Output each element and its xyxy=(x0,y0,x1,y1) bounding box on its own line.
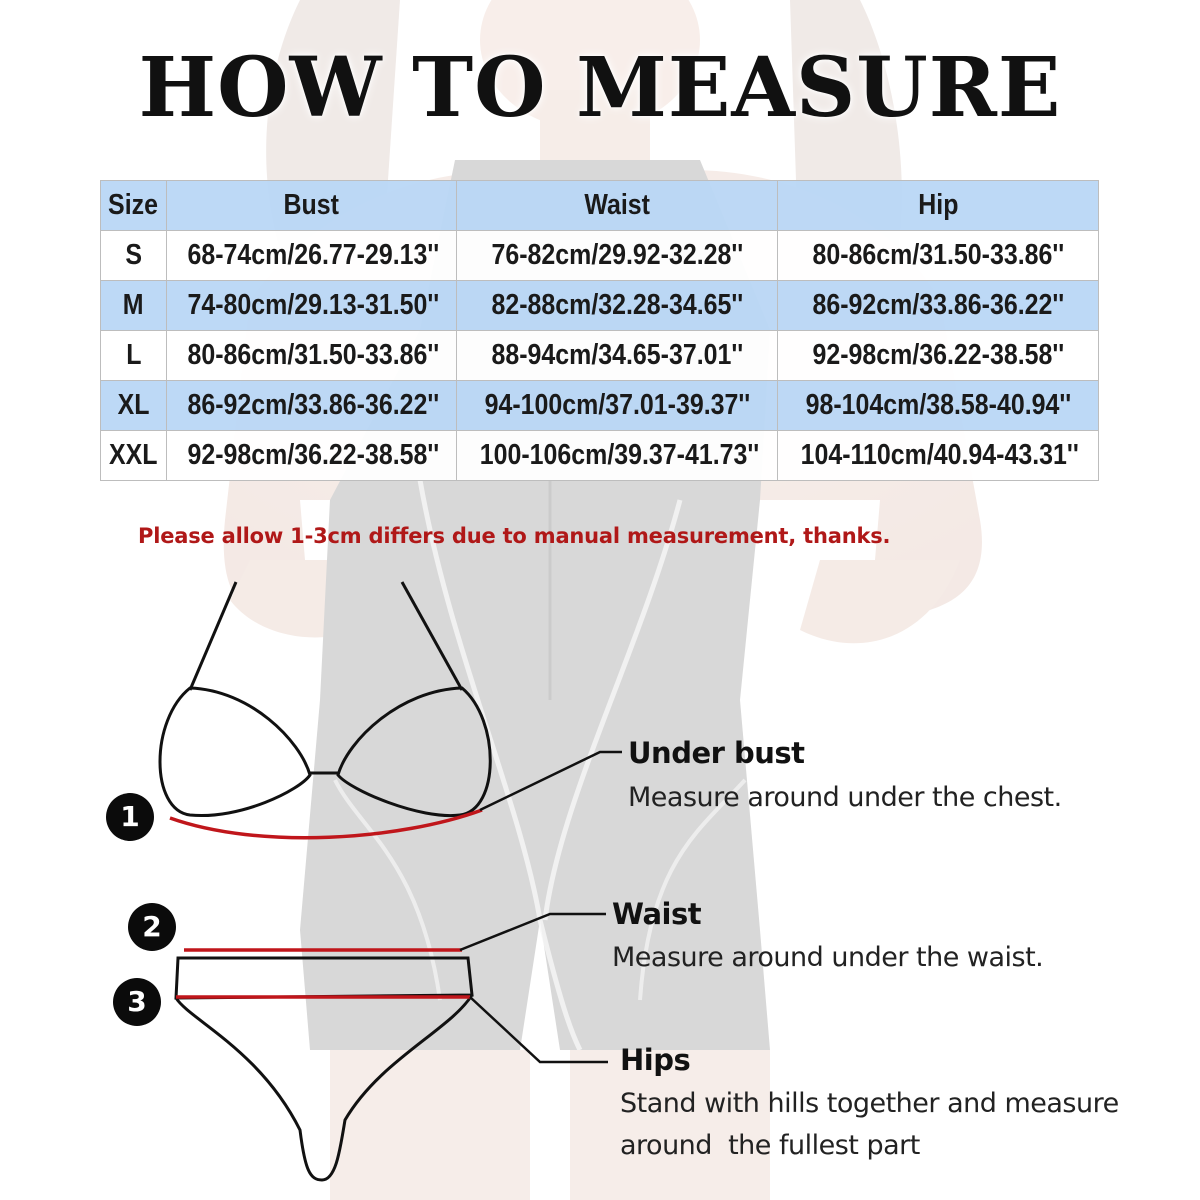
size-cell: XXL xyxy=(100,430,167,481)
waist-cell: 100-106cm/39.37-41.73'' xyxy=(456,430,778,481)
hip-cell: 92-98cm/36.22-38.58'' xyxy=(777,330,1099,381)
bust-cell: 92-98cm/36.22-38.58'' xyxy=(166,430,457,481)
hip-cell: 104-110cm/40.94-43.31'' xyxy=(777,430,1099,481)
size-cell: S xyxy=(100,230,167,281)
bust-cell: 68-74cm/26.77-29.13'' xyxy=(166,230,457,281)
table-row: XL 86-92cm/33.86-36.22'' 94-100cm/37.01-… xyxy=(100,380,1099,431)
page-title: HOW TO MEASURE xyxy=(138,40,1062,136)
bra-outline-icon xyxy=(158,581,492,818)
waist-cell: 82-88cm/32.28-34.65'' xyxy=(456,280,778,331)
panties-outline-icon xyxy=(174,956,474,1182)
under-bust-title: Under bust xyxy=(628,736,805,770)
hips-description-line-2: around the fullest part xyxy=(620,1130,920,1161)
waist-cell: 94-100cm/37.01-39.37'' xyxy=(456,380,778,431)
bust-cell: 74-80cm/29.13-31.50'' xyxy=(166,280,457,331)
under-bust-line xyxy=(169,808,483,840)
size-cell: XL xyxy=(100,380,167,431)
bust-cell: 80-86cm/31.50-33.86'' xyxy=(166,330,457,381)
size-cell: L xyxy=(100,330,167,381)
header-waist: Waist xyxy=(456,180,778,231)
header-bust: Bust xyxy=(166,180,457,231)
waist-cell: 76-82cm/29.92-32.28'' xyxy=(456,230,778,281)
size-chart-table: Size Bust Waist Hip S 68-74cm/26.77-29.1… xyxy=(100,180,1099,481)
under-bust-description: Measure around under the chest. xyxy=(628,782,1062,813)
number-badge-3: 3 xyxy=(113,978,161,1026)
table-row: S 68-74cm/26.77-29.13'' 76-82cm/29.92-32… xyxy=(100,230,1099,281)
hip-cell: 98-104cm/38.58-40.94'' xyxy=(777,380,1099,431)
header-hip: Hip xyxy=(777,180,1099,231)
hips-title: Hips xyxy=(620,1043,691,1077)
number-badge-2: 2 xyxy=(128,903,176,951)
waist-title: Waist xyxy=(612,897,702,931)
table-row: M 74-80cm/29.13-31.50'' 82-88cm/32.28-34… xyxy=(100,280,1099,331)
hips-description-line-1: Stand with hills together and measure xyxy=(620,1088,1119,1119)
waist-description: Measure around under the waist. xyxy=(612,942,1044,973)
hip-cell: 86-92cm/33.86-36.22'' xyxy=(777,280,1099,331)
number-badge-1: 1 xyxy=(106,793,154,841)
table-row: XXL 92-98cm/36.22-38.58'' 100-106cm/39.3… xyxy=(100,430,1099,481)
table-header-row: Size Bust Waist Hip xyxy=(100,180,1099,231)
bust-cell: 86-92cm/33.86-36.22'' xyxy=(166,380,457,431)
measurement-tolerance-note: Please allow 1-3cm differs due to manual… xyxy=(138,524,891,548)
header-size: Size xyxy=(100,180,167,231)
size-cell: M xyxy=(100,280,167,331)
